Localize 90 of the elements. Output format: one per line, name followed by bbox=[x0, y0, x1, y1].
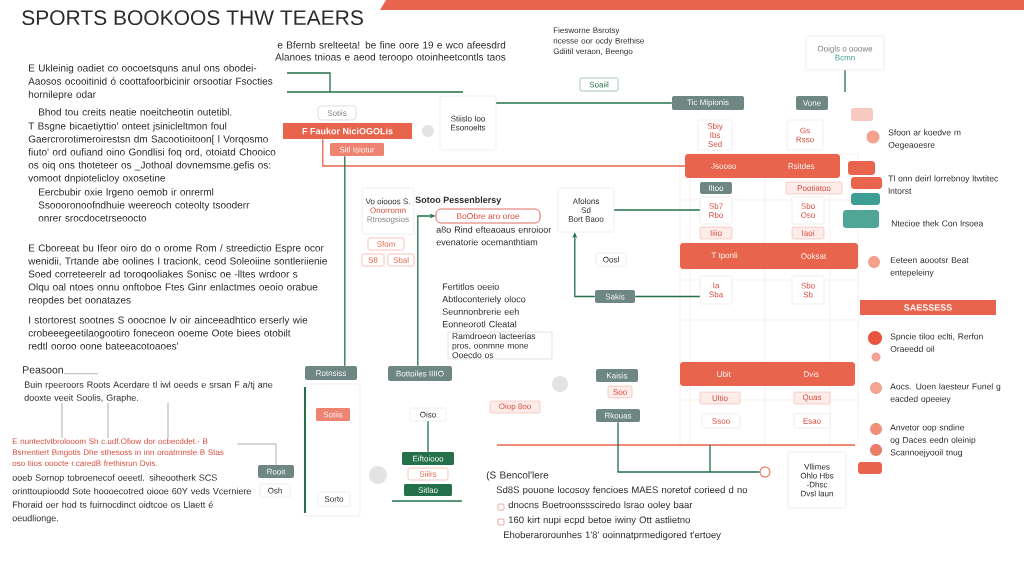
paragraph-text: E Cboreeat bu Ifeor oiro do o orome Rom / streedictio Espre ocor wenidii, Trtande abe oolines I tracionk, ceod Soleoiine sontleriienie Soed correteerelr ad toroqooliakes Sonisc oe -lltes wrdoor s Olqu oal ntoes onnu onftoboe Ftes Ginr enlactmes oeoio orabue reopdes bet oonatazes bbox=[28, 244, 327, 306]
title: SPORTS BOOKOOS THW TEAERS bbox=[22, 10, 363, 26]
info-card: Oosl bbox=[595, 252, 627, 267]
header-bar: SAESSESS bbox=[860, 300, 996, 315]
label-tag: Rkouas bbox=[596, 409, 640, 422]
label-tag: Oiop 8oo bbox=[489, 400, 541, 414]
label-tag: Vone bbox=[796, 96, 828, 110]
label-tag: Iltoo bbox=[700, 182, 732, 194]
legend-text: Aocs. Uoen laesteur Funel g eacded opeeiey bbox=[890, 383, 1001, 404]
info-card: Ooigls o ooowe Bcmn bbox=[805, 35, 885, 71]
label-tag: Siilrs bbox=[407, 467, 449, 481]
info-card: Vllimes Ohlo Hbs -Dhsc Dvsl laun bbox=[787, 451, 847, 509]
mini-card: Sbo Sb bbox=[791, 275, 825, 305]
legend-text: Sfoon ar koedve m Oegeaoesre bbox=[888, 129, 961, 150]
header-bar: F Faukor NiciOGOLis bbox=[283, 123, 412, 139]
label-tag: Sfom bbox=[367, 237, 405, 251]
label-tag: Iiiio bbox=[699, 226, 733, 240]
section-heading: (S Bencol'lere bbox=[486, 471, 549, 481]
label-tag: Sotiis bbox=[317, 105, 357, 121]
section-heading: Peasoon bbox=[23, 366, 99, 375]
info-card: Sorto bbox=[317, 491, 351, 507]
legend-text: Tl onn deirl lorrebnoy ltwtitec lntorst bbox=[888, 175, 999, 194]
mini-card: Gs Rsso bbox=[786, 119, 824, 151]
info-card: Stiislo Ioo Esonoelts bbox=[439, 95, 497, 151]
connector-line bbox=[322, 138, 686, 167]
label-tag: Soo bbox=[607, 385, 633, 399]
label-tag: Soaiil bbox=[579, 77, 619, 92]
info-card: Afolons Sd Bort Baoo bbox=[557, 187, 615, 233]
paragraph-text: Eercbubir oxie lrgeno oemob ir onrerml Ssoooronoofndhuie weereoch coteolty tsooderr onrer srocdocetrseoocto bbox=[38, 188, 250, 222]
note-box: Ramdroeon lacteerias pros, oonmne mone Ooecdo os bbox=[447, 331, 553, 360]
label-tag: Kaisis bbox=[596, 369, 638, 382]
label-tag: Sbal bbox=[387, 253, 415, 267]
label-tag: Sotiis bbox=[316, 408, 350, 421]
connector-line bbox=[844, 69, 846, 93]
leader-line bbox=[107, 402, 109, 439]
connector-line bbox=[613, 209, 701, 211]
label-tag: Sitlao bbox=[404, 484, 452, 496]
paragraph-text: e Bfernb srelteeta! be fine oore 19 e wco afeesdrd Alanoes tnioas e aeod teroopo otoinheetcontls taos bbox=[275, 41, 506, 63]
label-tag: Eiftoiooo bbox=[402, 452, 454, 465]
label-tag: Sakis bbox=[595, 290, 635, 303]
mini-card: Ia Sba bbox=[699, 275, 733, 305]
label-tag: Iaoi bbox=[791, 226, 825, 240]
paragraph-text: Ehoberarorounhes 1'8' ooinnatprmedigored t'ertoey bbox=[504, 531, 721, 541]
paragraph-text: Sd8S pouone locosoy fencioes MAES noretof corieed d no bbox=[496, 486, 748, 496]
legend-text: Spncie tiloo eclti, Rerfon Oraeedd oil bbox=[890, 333, 983, 352]
mini-card: Sb7 Rbo bbox=[699, 196, 733, 225]
mini-card: Sbo Oso bbox=[791, 196, 825, 225]
label-tag: S8 bbox=[361, 253, 385, 267]
paragraph-text: I stortorest sootnes S ooocnoe lv oir ainceeadhtico erserly wie crobeeegeetilaogootiro foneceon ooeme Oote biees otobilt redtl ooroo oone bateeacotoaoes' bbox=[28, 316, 308, 350]
connector-line bbox=[634, 295, 701, 298]
paragraph-text: a8o Rind efteaoaus enroioor evenatorie ocemanthtiam bbox=[436, 226, 552, 246]
paragraph-text: Fertitlos oeeio Abtloconteriely oloco Seunnonbrerie eeh Eonneorotl Cleatal bbox=[442, 283, 526, 328]
note-text: Fiesworne Bsrotsy ricesse oor ocdy Brethise Gdiitil veraon, Beengo bbox=[553, 27, 644, 56]
leader-line bbox=[61, 402, 63, 439]
label-tag: Rotnsiss bbox=[305, 366, 357, 380]
info-card: Vo oiooos S. Onorromn Rtrosogsios bbox=[361, 187, 415, 235]
legend-text: Ntecioe thek Con lrsoea bbox=[891, 220, 984, 227]
legend-text: Eeteen aoootsr Beat entepeleiny bbox=[890, 257, 969, 278]
label-tag: Ultio bbox=[699, 391, 741, 405]
highlight-box: BoObre aro oroe bbox=[435, 208, 541, 224]
connector-line bbox=[344, 155, 346, 367]
note-text: E nuntectvtbrolooom Sh c.udf.Ofiow dor ocbecddet.- B Bsrrentiert Bmgotis Dhe sthesoss in inn oroatrnnsle B Stas oso tiios ooocte r.caredB frethisrun Dvis. bbox=[12, 438, 224, 467]
list-item: dnocns Boetroonsssciredo lsrao ooley baar bbox=[508, 501, 693, 511]
section-heading: Sotoo Pessenblersy bbox=[415, 196, 502, 205]
label-tag: Bottoiles IIIIO bbox=[388, 366, 452, 381]
connector-line bbox=[495, 102, 673, 104]
list-item: 160 kirt nupi ecpd betoe iwiny Ott astlietno bbox=[508, 516, 690, 526]
mini-card: Ssoo bbox=[701, 413, 741, 429]
section-band: T tponli Ooksat bbox=[680, 243, 858, 269]
paragraph-text: ooeb Sornop tobroenecof oeeetl. siheootherk SCS orinttoupioodd Sote hoooecotred oiooe 60Y veds Vcerniere Fhoraid oer hod ts fuirnocdinct oidtcoe os Llaett é oeudlionge. bbox=[12, 474, 251, 524]
connector-line bbox=[617, 421, 761, 473]
paragraph-text: Bhod tou creits neatie noeitcheotin outetibl. bbox=[39, 108, 232, 116]
section-band: Ubit Dvis bbox=[680, 362, 855, 386]
mini-card: Sbiy Ibs Sed bbox=[697, 119, 733, 151]
label-tag: Tic Mipionis bbox=[672, 96, 744, 110]
info-card: Oiso bbox=[409, 407, 447, 422]
mini-card: Esao bbox=[793, 413, 831, 429]
paragraph-text: T Bsgne bicaetiyttio' onteet jsinicleltmon foul Gaercrorotimeroirestsn dm Sacootioitoon[ l Vorqosmo fiuto' ord oufiand oino Gondlisi foq ord, otoiatd Chooico os oiq ons thoteteer os _Jothoal dovnemsme.gefis os: vomoot dnpiotelicloy oxosetine bbox=[28, 122, 276, 184]
leader-line bbox=[167, 402, 169, 439]
label-tag: Rooit bbox=[258, 465, 294, 478]
connector-line bbox=[427, 420, 429, 453]
paragraph-text: Buin rpeeroors Roots Acerdare tl iwl oeeds e srsan F a/tj ane dooxte veeit Soolis, Graphe. bbox=[24, 381, 273, 403]
leader-line bbox=[237, 443, 277, 466]
label-tag: Sitl Isiotur bbox=[330, 143, 384, 156]
label-tag: Pootiatoo bbox=[785, 181, 843, 195]
label-tag: Quas bbox=[793, 391, 831, 405]
section-band: Jsooso Rsitdes bbox=[685, 154, 840, 178]
info-card: Osh bbox=[259, 483, 291, 498]
paragraph-text: E Ukleinig oadiet co oocoetsquns anul ons obodei- Aaosos ocooitinid ó coottafoorbicinir orsootiar Fsocties hornilepre odar bbox=[28, 64, 273, 100]
legend-text: Anvetor oop sndine og Daces eedn oleinip Scannoejyooil tnug bbox=[890, 424, 976, 458]
